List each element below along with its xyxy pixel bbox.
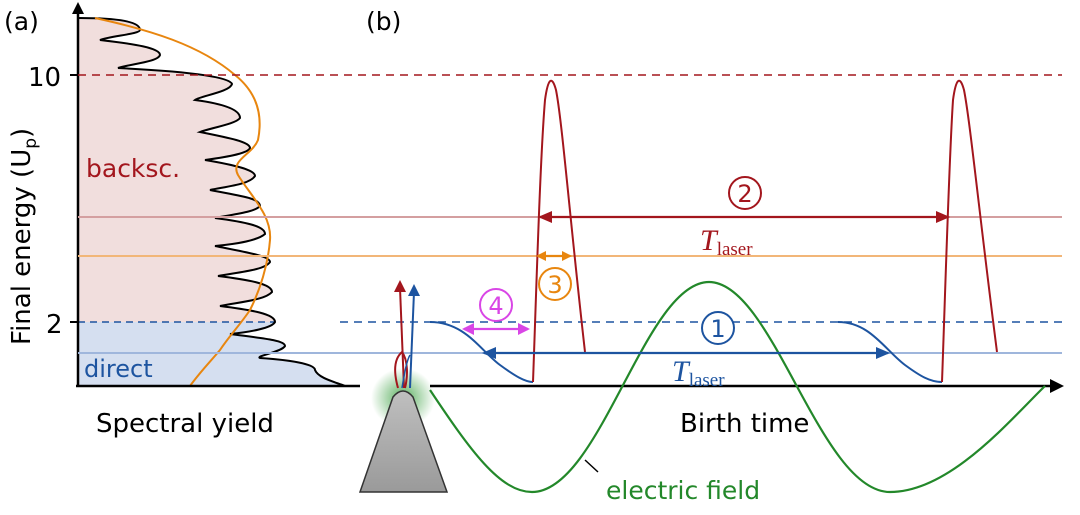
marker-2-label: 2: [737, 180, 752, 208]
orange-spacing-arrowhead-right: [562, 251, 572, 261]
envelope-curve: [94, 17, 272, 387]
emitter-tip: [358, 390, 449, 493]
electric-field-label: electric field: [606, 476, 760, 505]
y-axis-arrowhead: [72, 2, 84, 14]
direct-energy-curve-2: [837, 321, 943, 383]
marker-4-circle: [479, 288, 513, 322]
magenta-spacing-arrowhead-right: [518, 323, 530, 335]
panel-a-label: (a): [4, 7, 39, 36]
tlaser-direct-arrowhead-left: [482, 347, 496, 359]
tlaser-backsc-arrowhead-left: [538, 211, 552, 223]
direct-emission-arrow: [409, 291, 415, 389]
backsc-region: [78, 18, 275, 322]
electric-field-curve: [429, 280, 1046, 494]
backsc-emission-arrowhead: [394, 280, 406, 292]
backsc-energy-curve-2: [941, 79, 998, 383]
direct-emission-loop: [401, 354, 411, 389]
tlaser-backsc-arrowhead-right: [936, 211, 950, 223]
backsc-label: backsc.: [86, 154, 180, 183]
tlaser-backsc-label: Tlaser: [700, 224, 753, 260]
direct-energy-curve-1: [429, 321, 534, 383]
direct-emission-arrowhead: [408, 284, 420, 296]
field-label-leader: [584, 459, 599, 473]
tlaser-direct-label: Tlaser: [672, 355, 725, 391]
magenta-spacing-arrowhead-left: [462, 323, 474, 335]
birth-time-axis-arrowhead: [1050, 379, 1064, 393]
marker-3-circle: [538, 267, 572, 301]
panel-a: (a) 10 2 backsc. direct Spectral yield F…: [4, 2, 360, 439]
orange-spacing-arrowhead-left: [536, 251, 546, 261]
x-axis-label: Spectral yield: [96, 409, 274, 439]
marker-4-label: 4: [488, 292, 503, 320]
birth-time-label: Birth time: [680, 409, 809, 439]
marker-3-label: 3: [547, 271, 562, 299]
y-axis-label: Final energy (Up): [7, 128, 41, 345]
tick-10-label: 10: [28, 63, 61, 93]
marker-1-label: 1: [710, 315, 725, 343]
backsc-emission-arrow: [399, 287, 405, 389]
tlaser-direct-arrowhead-right: [876, 347, 890, 359]
marker-1-circle: [701, 311, 735, 345]
marker-2-circle: [728, 176, 762, 210]
backsc-emission-loop: [394, 350, 408, 389]
backsc-energy-curve-1: [532, 79, 586, 383]
panel-b-label: (b): [366, 7, 401, 36]
panel-b: (b) Birth time electric field 1 Tlaser: [358, 7, 1064, 505]
direct-label: direct: [84, 355, 153, 383]
tick-2-label: 2: [46, 310, 63, 340]
